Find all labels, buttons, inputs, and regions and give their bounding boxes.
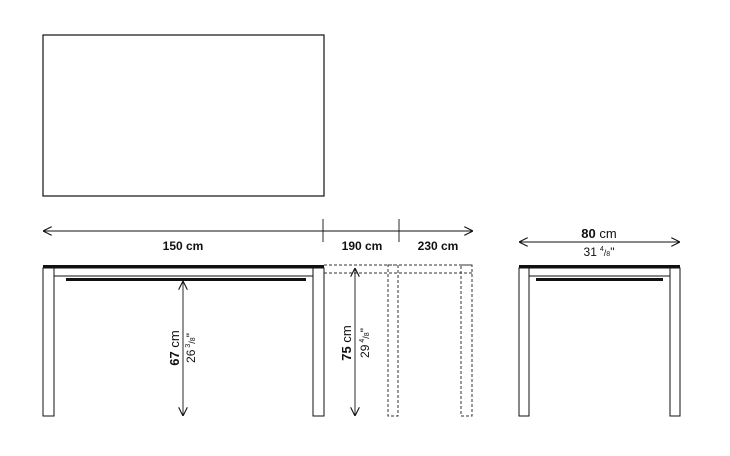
total-height-metric-label: 75 cm: [339, 325, 354, 360]
side-left-leg: [518, 267, 530, 417]
depth-metric-label: 80 cm: [581, 226, 616, 241]
extension-mechanism: [66, 278, 306, 281]
side-apron-rail: [528, 267, 671, 277]
table-side-view: [518, 265, 681, 417]
side-tabletop-edge: [519, 265, 680, 268]
length-label-230: 230 cm: [418, 239, 459, 253]
extension-leg-230: [460, 264, 473, 417]
left-leg: [42, 267, 55, 417]
total-height-imperial-label: 294/8": [358, 328, 372, 358]
length-label-190: 190 cm: [342, 239, 383, 253]
inner-height-metric-label: 67 cm: [167, 330, 182, 365]
extension-leg-190: [387, 264, 399, 417]
inner-height-imperial-label: 263/8": [184, 333, 198, 363]
extension-dashed-outline: [324, 264, 473, 417]
length-label-150: 150 cm: [163, 239, 204, 253]
tabletop-edge: [43, 265, 324, 268]
side-right-leg: [669, 267, 681, 417]
side-mechanism: [536, 278, 663, 281]
apron-rail: [53, 267, 314, 277]
table-front-view: [42, 265, 325, 417]
table-top-view: [42, 34, 325, 197]
right-leg: [312, 267, 325, 417]
